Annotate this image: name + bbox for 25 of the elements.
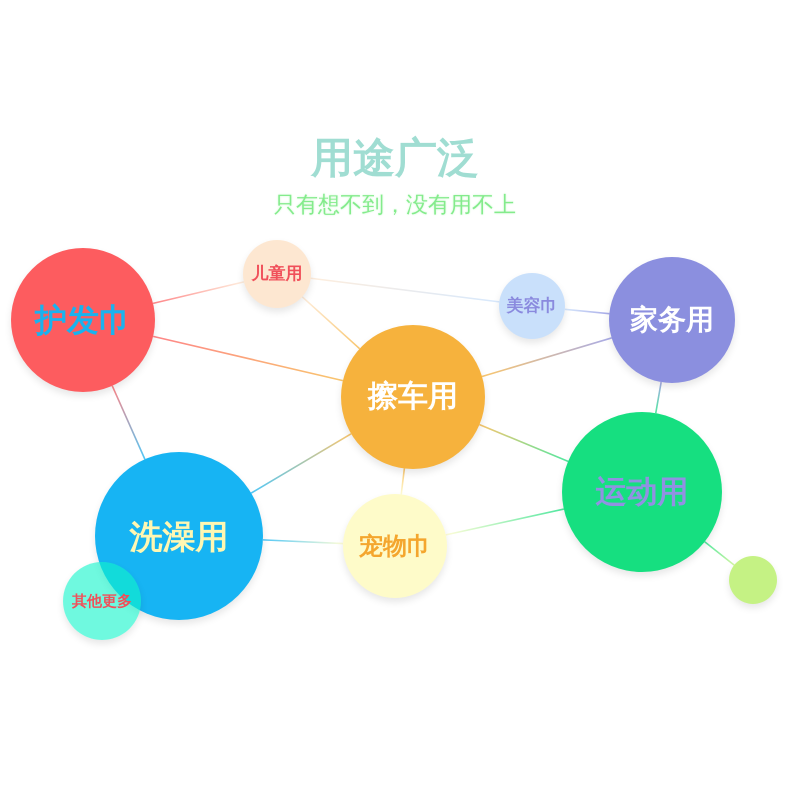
connector-line [482, 337, 612, 378]
connector-line [446, 508, 564, 536]
connector-line [310, 277, 500, 303]
topic-bubble: 儿童用 [243, 240, 311, 308]
topic-bubble: 擦车用 [341, 325, 485, 469]
bubble [729, 556, 777, 604]
topic-bubble: 家务用 [609, 257, 735, 383]
connector-line [479, 424, 568, 462]
connector-line [152, 336, 344, 382]
connector-line [400, 468, 406, 494]
topic-bubble: 美容巾 [499, 273, 565, 339]
topic-bubble: 护发巾 [11, 248, 155, 392]
tagline: 只有想不到，没有用不上 [274, 193, 516, 219]
connector-line [112, 385, 146, 460]
title: 用途广泛 [311, 134, 479, 182]
connector-line [704, 541, 735, 566]
topic-bubble: 运动用 [562, 412, 722, 572]
connector-line [262, 539, 344, 544]
connector-line [152, 281, 244, 304]
topic-bubble: 其他更多 [63, 562, 141, 640]
topic-bubble: 宠物巾 [343, 494, 447, 598]
connector-line [564, 308, 610, 315]
connector-line [250, 433, 352, 494]
connector-line [654, 382, 662, 414]
connector-line [302, 296, 360, 350]
